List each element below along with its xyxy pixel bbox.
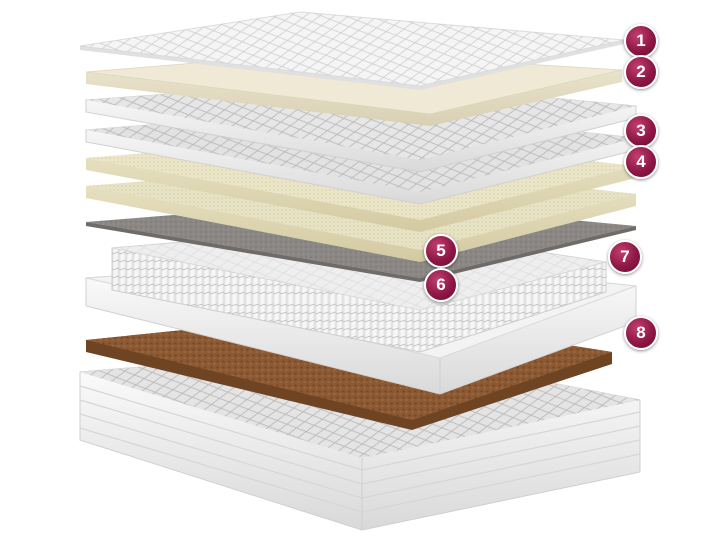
- layer-badge-5: 5: [424, 234, 458, 268]
- layer-badge-8: 8: [624, 316, 658, 350]
- layer-badge-1: 1: [624, 24, 658, 58]
- layer-badge-2: 2: [624, 55, 658, 89]
- quilted-cover-top: [79, 11, 625, 90]
- layer-badge-6: 6: [424, 268, 458, 302]
- layer-badge-7: 7: [608, 240, 642, 274]
- layer-badge-3: 3: [624, 114, 658, 148]
- layer-badge-4: 4: [624, 145, 658, 179]
